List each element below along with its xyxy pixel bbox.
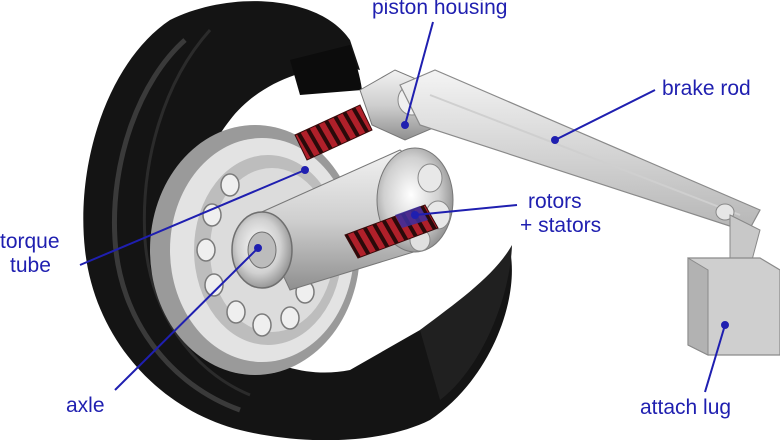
label-piston-housing: piston housing	[372, 0, 508, 19]
axle	[231, 211, 293, 289]
leader-attach-lug	[704, 324, 726, 393]
leader-brake-rod	[554, 89, 656, 141]
label-torque-tube: torque tube	[0, 230, 60, 278]
label-torque-line1: torque	[0, 230, 60, 253]
leader-rotors-stators	[414, 204, 518, 216]
label-axle: axle	[66, 394, 105, 417]
leader-lines	[79, 21, 729, 393]
attach-lug	[687, 214, 780, 356]
label-rotors-line1: rotors	[528, 190, 582, 213]
leader-piston-housing	[404, 21, 434, 126]
label-rotors-line2: + stators	[520, 214, 602, 237]
label-rotors-stators: rotors + stators	[520, 190, 601, 238]
label-brake-rod: brake rod	[662, 77, 751, 100]
upper-brake-stack	[294, 104, 373, 161]
label-torque-line2: tube	[10, 254, 51, 277]
leader-torque-tube	[79, 169, 306, 266]
leader-axle	[114, 247, 259, 391]
brake-rod	[399, 69, 761, 233]
label-attach-lug: attach lug	[640, 396, 732, 419]
hub-bolts	[196, 173, 315, 337]
